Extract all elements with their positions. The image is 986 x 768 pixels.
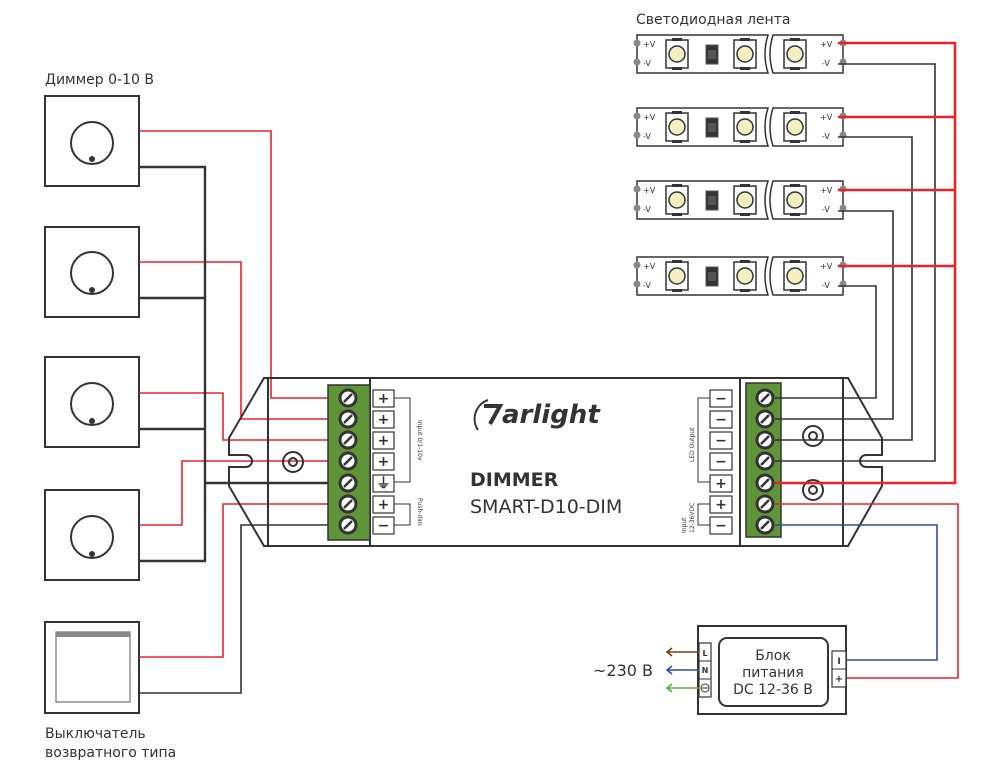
led-strip-1: +V -V +V -V — [633, 34, 847, 74]
dimmer-3 — [44, 356, 140, 448]
svg-text:+V: +V — [643, 186, 656, 195]
svg-text:Input: Input — [681, 517, 688, 533]
led-strips: +V -V +V -V +V -V +V -V +V -V +V -V +V -V +V -V — [633, 34, 847, 296]
right-terminal-label: − — [715, 412, 727, 428]
mains-voltage: ~230 В — [593, 661, 653, 680]
right-terminal-label: − — [715, 454, 727, 470]
svg-text:12-36VDC: 12-36VDC — [689, 503, 696, 533]
push-switch — [44, 621, 140, 714]
device-name: DIMMER — [470, 469, 559, 491]
switch-title-2: возвратного типа — [45, 745, 176, 761]
led-chip — [668, 191, 686, 209]
left-wires — [139, 130, 340, 694]
svg-text:I: I — [837, 657, 840, 667]
svg-text:+: + — [835, 674, 843, 685]
left-terminal-label: + — [378, 454, 390, 470]
led-chip — [668, 118, 686, 136]
svg-text:-V: -V — [822, 132, 830, 141]
led-chip — [668, 45, 686, 63]
left-terminal-label: ⏚ — [377, 476, 391, 492]
svg-text:+V: +V — [820, 186, 833, 195]
svg-text:+V: +V — [643, 262, 656, 271]
power-supply: Блок питания DC 12-36 В L N I + ~230 В — [593, 625, 847, 715]
svg-text:-V: -V — [643, 281, 651, 290]
svg-text:N: N — [702, 666, 709, 675]
svg-text:LED Output: LED Output — [689, 427, 696, 462]
led-strip-4: +V -V +V -V — [633, 256, 847, 296]
left-terminal-label: + — [378, 391, 390, 407]
led-chip — [668, 267, 686, 285]
dimmer-2 — [44, 226, 140, 318]
svg-text:+V: +V — [820, 262, 833, 271]
dimmer-1 — [44, 95, 140, 187]
left-terminal-label: − — [378, 518, 390, 534]
dimmer-4 — [44, 489, 140, 581]
dimmer-device: arlight DIMMER SMART-D10-DIM + + + + ⏚ + − Inp… — [228, 377, 883, 547]
svg-text:-V: -V — [643, 132, 651, 141]
device-model: SMART-D10-DIM — [470, 496, 622, 518]
led-strip-3: +V -V +V -V — [633, 180, 847, 220]
svg-text:L: L — [702, 649, 707, 658]
svg-text:arlight: arlight — [502, 400, 601, 430]
svg-text:-V: -V — [643, 59, 651, 68]
svg-text:-V: -V — [822, 205, 830, 214]
right-terminal-label: − — [715, 518, 727, 534]
arlight-logo: arlight — [473, 399, 601, 431]
left-terminal-label: + — [378, 412, 390, 428]
svg-text:+V: +V — [643, 40, 656, 49]
right-terminal-label: − — [715, 391, 727, 407]
led-chip — [786, 191, 804, 209]
led-chip — [736, 191, 754, 209]
led-strip-2: +V -V +V -V — [633, 107, 847, 147]
led-chip — [736, 118, 754, 136]
dimmer-title: Диммер 0-10 В — [45, 72, 154, 88]
right-terminal-label: + — [715, 476, 727, 492]
dimmer-knobs — [44, 95, 140, 581]
led-chip — [786, 267, 804, 285]
right-terminal-label: − — [715, 433, 727, 449]
svg-text:+V: +V — [820, 40, 833, 49]
led-chip — [786, 45, 804, 63]
svg-text:-V: -V — [643, 205, 651, 214]
ground-icon — [700, 683, 710, 693]
svg-text:+V: +V — [820, 113, 833, 122]
svg-text:-V: -V — [822, 281, 830, 290]
right-wires — [775, 41, 959, 679]
led-chip — [786, 118, 804, 136]
svg-text:+V: +V — [643, 113, 656, 122]
svg-text:питания: питания — [742, 665, 804, 681]
left-terminal-label: + — [378, 497, 390, 513]
svg-text:-V: -V — [822, 59, 830, 68]
right-terminal-label: + — [715, 497, 727, 513]
switch-title-1: Выключатель — [45, 726, 146, 742]
led-chip — [736, 267, 754, 285]
svg-text:DC 12-36 В: DC 12-36 В — [733, 682, 813, 698]
left-terminal-label: + — [378, 433, 390, 449]
svg-text:Блок: Блок — [755, 648, 791, 664]
svg-text:Input 0/1-10v: Input 0/1-10v — [416, 420, 423, 461]
svg-text:Push-dim: Push-dim — [416, 498, 423, 526]
led-strip-title: Светодиодная лента — [636, 12, 790, 28]
led-chip — [736, 45, 754, 63]
